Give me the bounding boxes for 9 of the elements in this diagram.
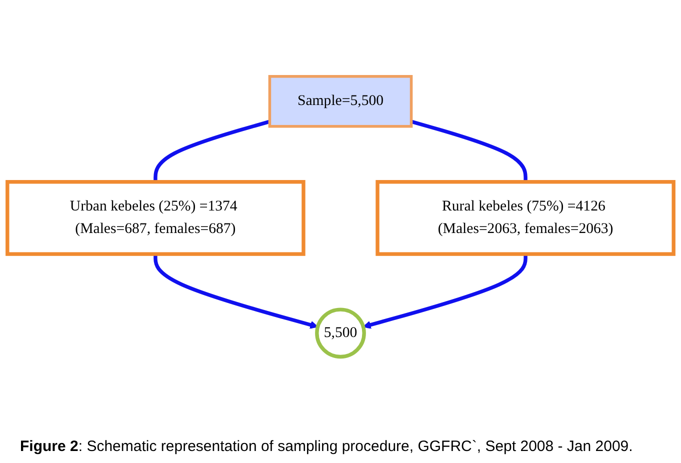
figure-caption: Figure 2: Schematic representation of sampling procedure, GGFRC`, Sept 2008 - Jan 2009.	[19, 437, 634, 457]
connector	[410, 120, 528, 182]
node-circle: 5,500	[315, 308, 366, 360]
node-box: Sample=5,500	[268, 75, 413, 128]
arrow	[362, 254, 528, 330]
node-box: Rural kebeles (75%) =4126 (Males=2063, females=2063)	[376, 180, 676, 256]
connector	[154, 120, 270, 182]
node-box: Urban kebeles (25%) =1374 (Males=687, females=687)	[6, 180, 306, 256]
arrow	[154, 254, 318, 330]
